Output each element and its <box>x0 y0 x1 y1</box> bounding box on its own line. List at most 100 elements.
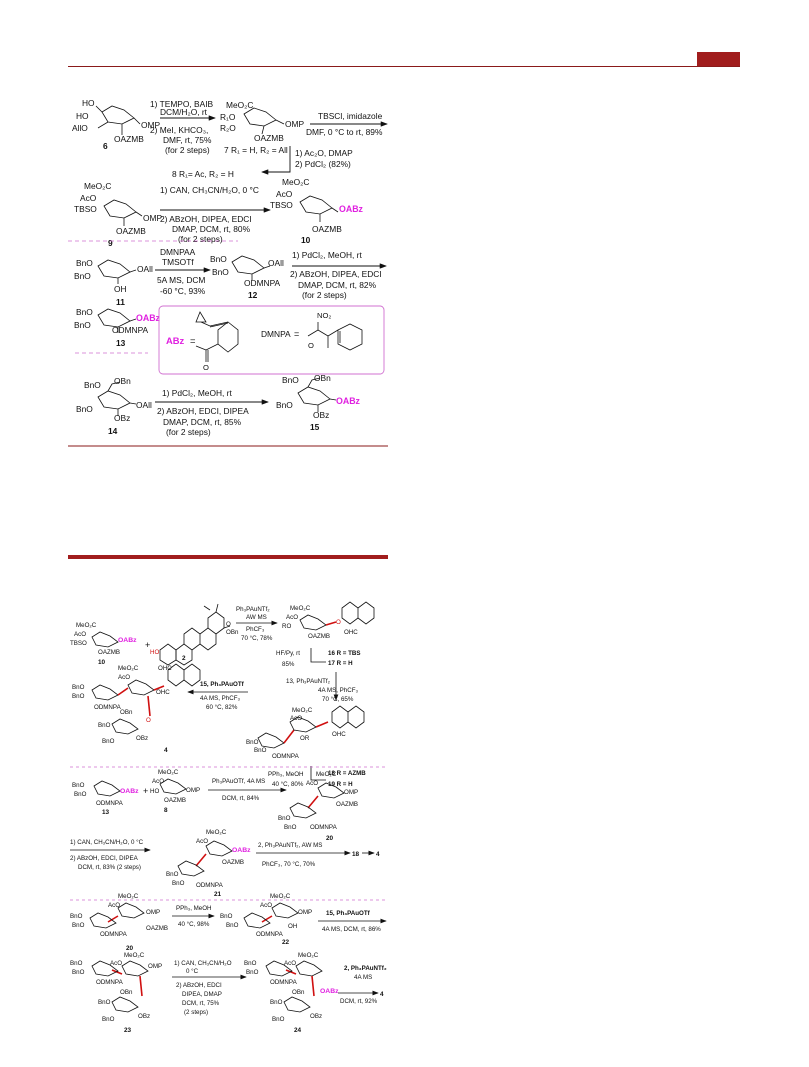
m14-oall: OAll <box>136 400 152 410</box>
compound-4: BnO BnO MeO₂C AcO O ODMNPA OHC OBn BnO B… <box>72 663 201 754</box>
scheme-label: MeO₂C <box>316 771 337 778</box>
scheme-label: MeO₂C <box>270 893 291 900</box>
m12-l2: BnO <box>212 267 229 277</box>
m7-l1: MeO₂C <box>226 100 253 110</box>
scheme-label: 70 °C, 65% <box>322 696 354 703</box>
m10-num: 10 <box>301 235 311 245</box>
m6-oaz: OAZMB <box>114 134 144 144</box>
m13-od: ODMNPA <box>112 325 149 335</box>
a1-l5: (for 2 steps) <box>165 145 210 155</box>
m9-ome: OMP <box>143 213 162 223</box>
m15-obn: OBn <box>314 373 331 383</box>
scheme-label: BnO <box>172 880 185 887</box>
scheme-label: 4A MS, DCM, rt, 86% <box>322 926 381 933</box>
scheme-label: BnO <box>72 922 85 929</box>
m6-l3: AllO <box>72 123 88 133</box>
a4-l1: 1) CAN, CH₃CN/H₂O, 0 °C <box>160 185 259 195</box>
m13-num: 13 <box>116 338 126 348</box>
r2-ppho-arrow <box>310 766 326 781</box>
legend-eq1: = <box>190 335 196 346</box>
r5-m22: 22 <box>282 939 290 946</box>
r3-m8: 8 <box>164 807 168 814</box>
legend-eq2: = <box>294 329 299 339</box>
scheme-label: OBn <box>226 629 239 636</box>
scheme-label: BnO <box>220 913 233 920</box>
m7-l3: R₂O <box>220 123 236 133</box>
scheme-label: 15, Ph₃PAuOTf <box>200 681 245 688</box>
m8-cap2: 8 R₁= Ac, R₂ = H <box>172 169 234 179</box>
m15-l1: BnO <box>282 375 299 385</box>
scheme-label: PhCF₃ <box>246 626 265 633</box>
scheme-label: BnO <box>244 960 257 967</box>
m7-oaz: OAZMB <box>254 133 284 143</box>
scheme-label: BnO <box>254 747 267 754</box>
compound-11: BnO BnO OAll OH 11 <box>74 258 153 307</box>
arrow-3 <box>261 146 291 175</box>
scheme-label: DCM, rt, 83% (2 steps) <box>78 864 141 871</box>
r4-m21: 21 <box>214 891 222 898</box>
scheme-label: ODMNPA <box>270 979 298 986</box>
scheme-label: + <box>143 786 148 796</box>
m12-num: 12 <box>248 290 258 300</box>
m11-oh: OH <box>114 284 127 294</box>
scheme-label: 17 R = H <box>328 660 353 667</box>
scheme-label: O <box>146 717 151 724</box>
compound-13: BnO BnO OABz ODMNPA 13 <box>74 307 161 348</box>
m15-l2: BnO <box>276 400 293 410</box>
header-rule <box>68 66 740 67</box>
a4-l3: DMAP, DCM, rt, 80% <box>172 224 251 234</box>
scheme-label: OH <box>288 923 297 930</box>
scheme-label: ODMNPA <box>256 931 284 938</box>
scheme-label: ODMNPA <box>310 824 338 831</box>
compound-10: MeO₂C AcO TBSO OABz OAZMB 10 <box>270 177 364 245</box>
scheme-label: 16 R = TBS <box>328 650 361 657</box>
scheme-label: ODMNPA <box>96 800 124 807</box>
scheme-label: HO <box>150 788 159 795</box>
scheme-label: AcO <box>290 715 302 722</box>
scheme-label: BnO <box>102 1016 115 1023</box>
m12-l1: BnO <box>210 254 227 264</box>
scheme-label: OABz <box>320 988 339 995</box>
m11-l2: BnO <box>74 271 91 281</box>
scheme-label: O <box>336 619 341 626</box>
scheme-label: 4A MS <box>354 974 372 981</box>
m9-l3: TBSO <box>74 204 97 214</box>
scheme-label: ODMNPA <box>100 931 128 938</box>
scheme-label: MeO₂C <box>158 769 179 776</box>
r5-m20: 20 <box>126 945 134 952</box>
m6-num: 6 <box>103 141 108 151</box>
scheme-label: MeO₂C <box>290 605 311 612</box>
scheme-label: DIPEA, DMAP <box>182 991 222 998</box>
r3-m20: 20 <box>326 835 334 842</box>
scheme-label: 4 <box>380 991 384 998</box>
scheme-label: HO <box>150 649 159 656</box>
scheme-label: AcO <box>118 674 130 681</box>
scheme-label: OBz <box>310 1013 322 1020</box>
legend-o: O <box>203 363 209 372</box>
m10-oaz: OAZMB <box>312 224 342 234</box>
m10-oabz: OABz <box>339 204 364 214</box>
legend-no2: NO₂ <box>317 311 331 320</box>
scheme-label: BnO <box>72 782 85 789</box>
r1-m2: 2 <box>182 655 186 662</box>
scheme-label: OAZMB <box>336 801 358 808</box>
scheme-label: 1) CAN, CH₃CN/H₂O, 0 °C <box>70 839 144 846</box>
a3-l2: 2) PdCl₂ (82%) <box>295 159 351 169</box>
a4-l4: (for 2 steps) <box>178 234 223 244</box>
m9-oaz: OAZMB <box>116 226 146 236</box>
scheme-label: AW MS <box>246 614 267 621</box>
a1-l2: DCM/H₂O, rt <box>160 107 208 117</box>
m6-ome: OMP <box>141 120 160 130</box>
scheme-label: BnO <box>284 824 297 831</box>
scheme-label: 2) ABzOH, EDCI <box>176 982 222 989</box>
r1-m10: 10 <box>98 659 106 666</box>
m13-oabz: OABz <box>136 313 161 323</box>
scheme-label: BnO <box>278 815 291 822</box>
m10-l1: MeO₂C <box>282 177 309 187</box>
scheme-label: 18 R = AZMB <box>328 770 366 777</box>
scheme-label: BnO <box>72 969 85 976</box>
compound-9: MeO₂C AcO TBSO OMP OAZMB 9 <box>74 181 162 248</box>
scheme-label: OMP <box>344 789 358 796</box>
scheme-label: ODMNPA <box>96 979 124 986</box>
m7-cap1: 7 R₁ = H, R₂ = All <box>224 145 288 155</box>
